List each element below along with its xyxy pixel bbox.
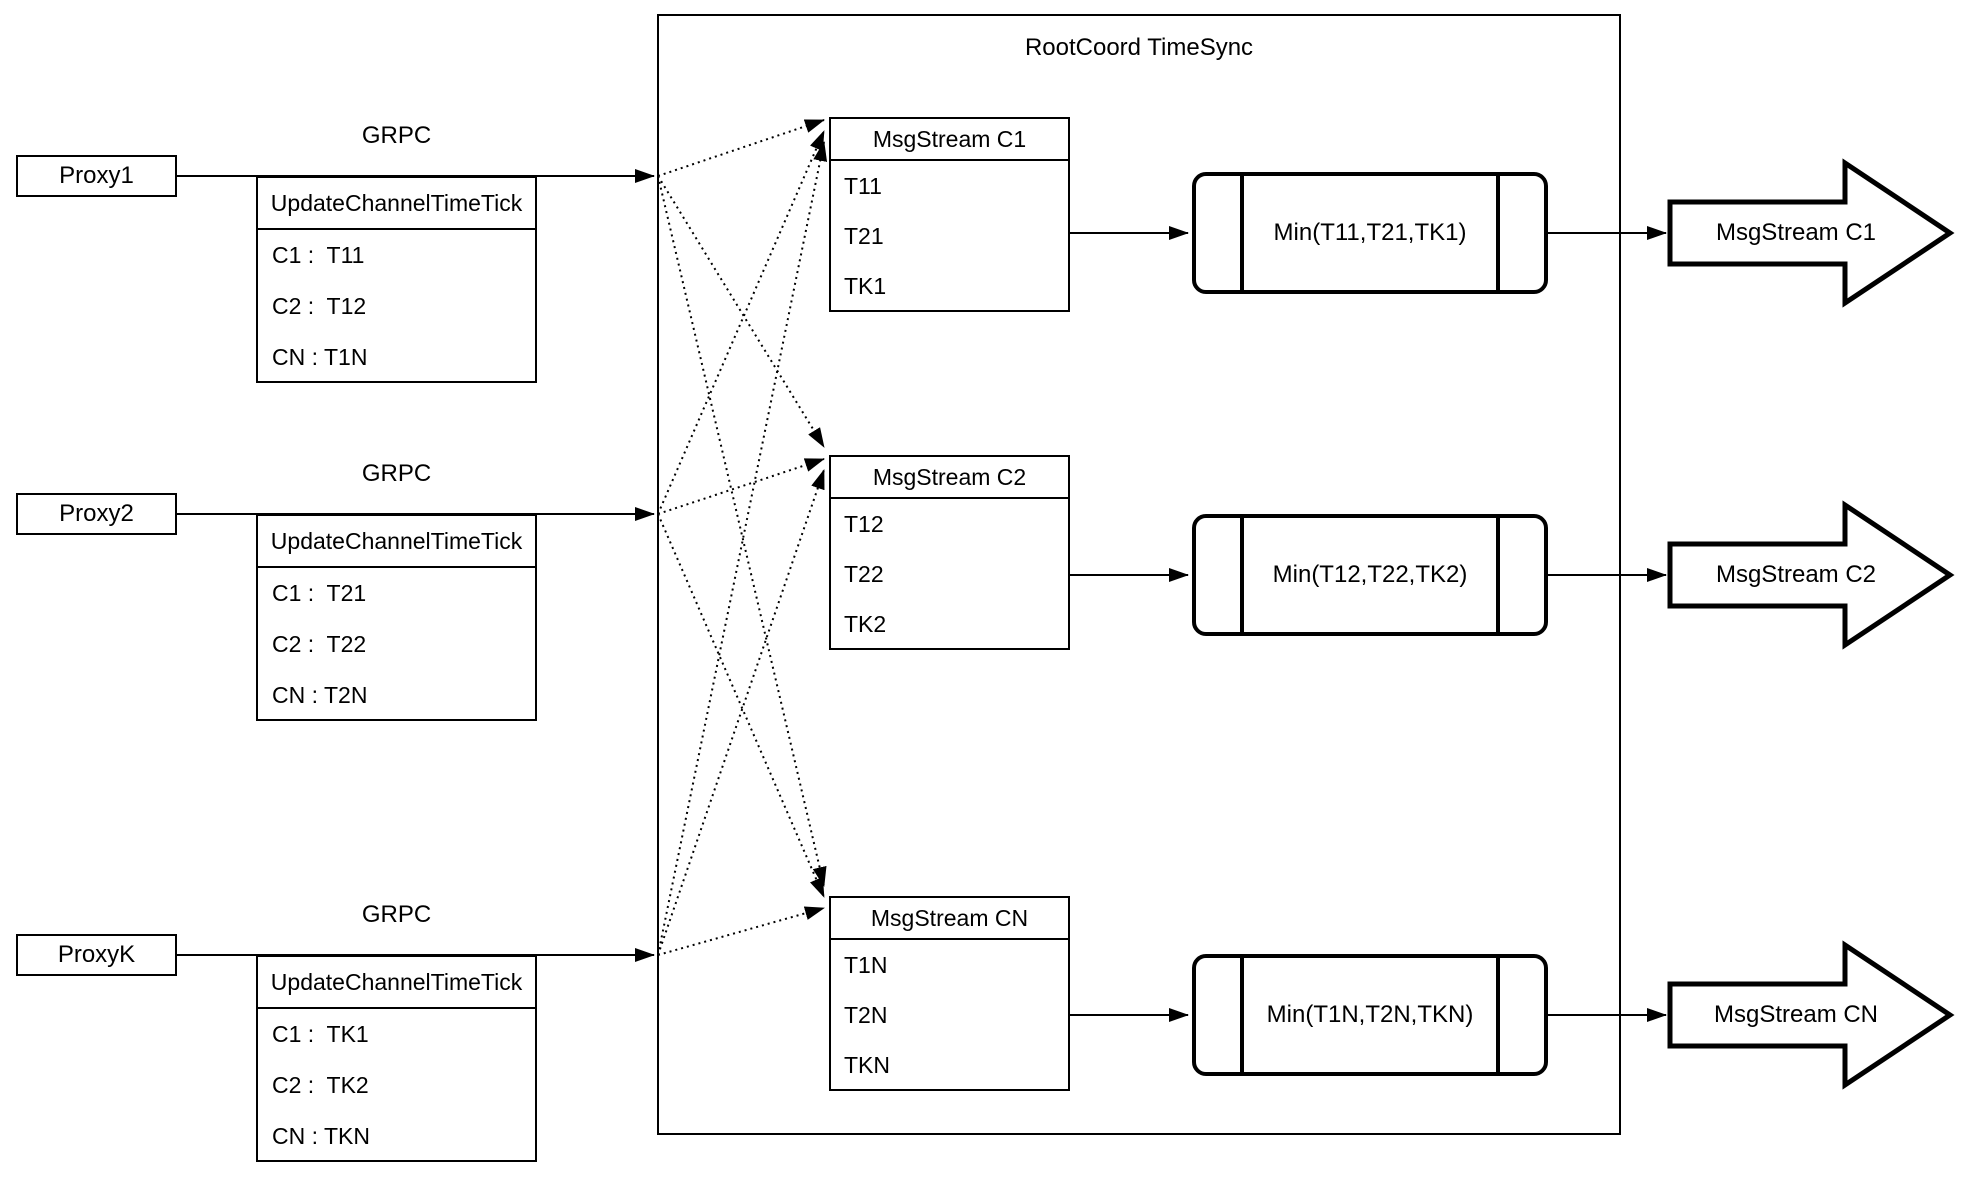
grpc-label-1: GRPC — [361, 122, 432, 149]
table-row: T1N — [844, 951, 888, 978]
min-label: Min(T11,T21,TK1) — [1273, 219, 1467, 246]
proxy1-box: Proxy1 — [16, 155, 177, 197]
update-table-proxy2: UpdateChannelTimeTick C1 : T21 C2 : T22 … — [256, 514, 537, 721]
table-row: CN : TKN — [272, 1123, 370, 1149]
min-label: Min(T1N,T2N,TKN) — [1266, 1001, 1474, 1028]
min-box-divider — [1240, 958, 1244, 1072]
rootcoord-title: RootCoord TimeSync — [1024, 34, 1254, 61]
table-row: CN : T2N — [272, 682, 368, 708]
table-row: TK1 — [844, 272, 887, 299]
update-table-proxy1: UpdateChannelTimeTick C1 : T11 C2 : T12 … — [256, 176, 537, 383]
table-row: C2 : TK2 — [272, 1072, 369, 1098]
min-box-c2: Min(T12,T22,TK2) — [1192, 514, 1548, 636]
output-arrow-label-c1: MsgStream C1 — [1715, 219, 1877, 246]
proxy2-box: Proxy2 — [16, 493, 177, 535]
table-row: C2 : T12 — [272, 293, 367, 319]
table-row: C1 : T21 — [272, 580, 367, 606]
msgstream-table-c1: MsgStream C1 T11 T21 TK1 — [829, 117, 1070, 312]
min-box-c1: Min(T11,T21,TK1) — [1192, 172, 1548, 294]
table-row: CN : T1N — [272, 344, 368, 370]
msgstream-table-c2: MsgStream C2 T12 T22 TK2 — [829, 455, 1070, 650]
min-box-divider — [1240, 176, 1244, 290]
update-table-proxyk: UpdateChannelTimeTick C1 : TK1 C2 : TK2 … — [256, 955, 537, 1162]
grpc-label-3: GRPC — [361, 901, 432, 928]
update-table-header: UpdateChannelTimeTick — [258, 957, 535, 1009]
table-row: C1 : T11 — [272, 242, 365, 268]
proxy1-label: Proxy1 — [59, 162, 134, 189]
min-box-divider — [1496, 518, 1500, 632]
update-table-header: UpdateChannelTimeTick — [258, 516, 535, 568]
min-label: Min(T12,T22,TK2) — [1272, 561, 1468, 588]
msgstream-table-header: MsgStream C1 — [831, 119, 1068, 161]
min-box-divider — [1240, 518, 1244, 632]
msgstream-table-header: MsgStream CN — [831, 898, 1068, 940]
msgstream-table-header: MsgStream C2 — [831, 457, 1068, 499]
proxyk-box: ProxyK — [16, 934, 177, 976]
min-box-divider — [1496, 176, 1500, 290]
table-row: T11 — [844, 172, 882, 199]
proxyk-label: ProxyK — [57, 941, 136, 968]
table-row: TK2 — [844, 610, 887, 637]
table-row: T2N — [844, 1001, 888, 1028]
msgstream-table-cn: MsgStream CN T1N T2N TKN — [829, 896, 1070, 1091]
grpc-label-2: GRPC — [361, 460, 432, 487]
table-row: T22 — [844, 560, 884, 587]
update-table-header: UpdateChannelTimeTick — [258, 178, 535, 230]
proxy2-label: Proxy2 — [59, 500, 134, 527]
table-row: T12 — [844, 510, 884, 537]
table-row: T21 — [844, 222, 884, 249]
output-arrow-label-cn: MsgStream CN — [1713, 1001, 1879, 1028]
table-row: C2 : T22 — [272, 631, 367, 657]
min-box-cn: Min(T1N,T2N,TKN) — [1192, 954, 1548, 1076]
table-row: TKN — [844, 1051, 890, 1078]
min-box-divider — [1496, 958, 1500, 1072]
output-arrow-label-c2: MsgStream C2 — [1715, 561, 1877, 588]
table-row: C1 : TK1 — [272, 1021, 369, 1047]
